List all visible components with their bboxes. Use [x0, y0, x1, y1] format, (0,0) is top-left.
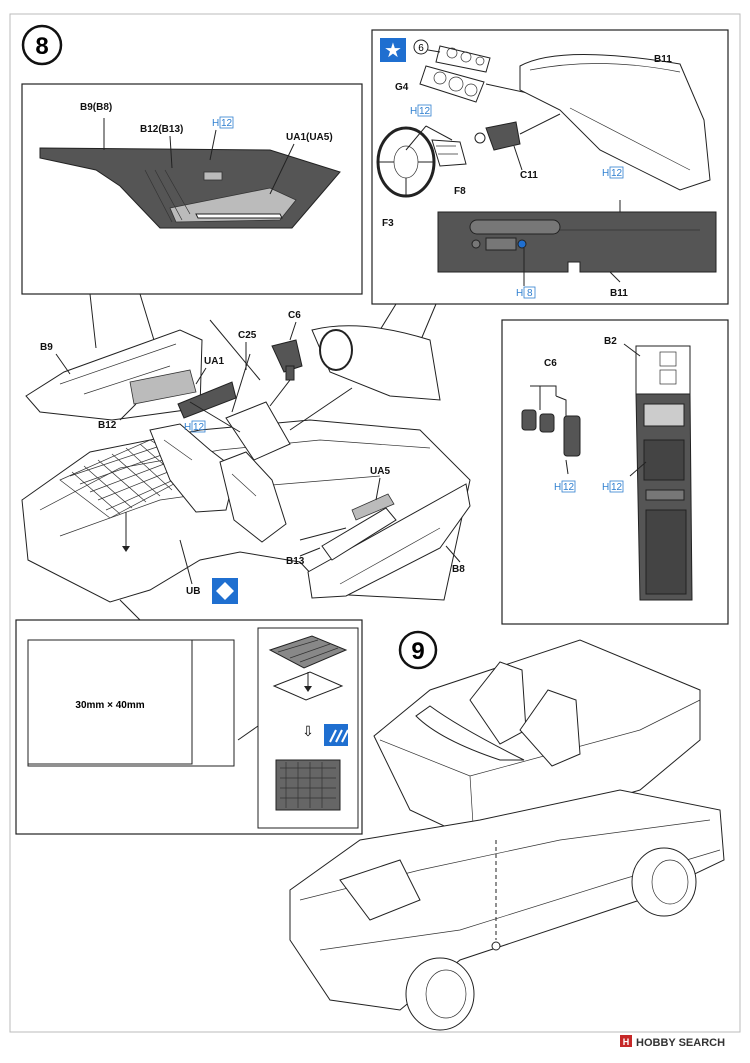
svg-text:8: 8 [527, 288, 533, 299]
label-b12: B12(B13) [140, 124, 183, 135]
svg-text:12: 12 [419, 106, 431, 117]
label-b8: B8 [452, 564, 465, 575]
label-c11: C11 [520, 170, 538, 181]
svg-text:H: H [516, 288, 523, 299]
svg-text:12: 12 [611, 168, 623, 179]
svg-text:12: 12 [193, 422, 205, 433]
svg-text:H: H [602, 168, 609, 179]
label-b9-main: B9 [40, 342, 53, 353]
step-8-main-assembly: B9 UA1 B12 C25 C6 UA5 B13 B8 UB H 12 [21, 310, 471, 604]
star-icon: ★ [384, 40, 402, 62]
svg-text:12: 12 [611, 482, 623, 493]
label-b13: B13 [286, 556, 305, 567]
label-c6-main: C6 [288, 310, 301, 321]
label-c6: C6 [544, 358, 557, 369]
label-b11-top: B11 [654, 54, 672, 65]
diamond-icon [212, 578, 238, 604]
label-b12-main: B12 [98, 420, 117, 431]
arrow-down-icon: ⇩ [302, 723, 314, 739]
wheel-front [405, 957, 475, 1031]
watermark-text: HOBBY SEARCH [636, 1037, 725, 1049]
paint-h12-d: H 12 [602, 480, 624, 493]
label-b9: B9(B8) [80, 102, 112, 113]
paint-h12-a: H 12 [410, 104, 432, 117]
svg-text:H: H [602, 482, 609, 493]
step-number: 9 [411, 638, 424, 665]
label-ua1-main: UA1 [204, 356, 224, 367]
svg-text:12: 12 [563, 482, 575, 493]
paint-h12-b: H 12 [602, 166, 624, 179]
label-b11-bottom: B11 [610, 288, 628, 299]
dash-detail-panel: ★ 6 B11 G4 F8 C11 F3 H [371, 29, 729, 305]
watermark-logo [620, 1035, 632, 1047]
label-ua1: UA1(UA5) [286, 132, 333, 143]
step-9-assembly [289, 639, 725, 1031]
page-border [9, 13, 741, 1033]
paint-h12: H 12 [212, 116, 234, 129]
svg-text:12: 12 [221, 118, 233, 129]
svg-text:H: H [623, 1037, 630, 1047]
decal-detail-panel: 30mm × 40mm ⇩ [15, 619, 363, 835]
label-c25: C25 [238, 330, 257, 341]
circle-number-icon: 6 [418, 43, 424, 54]
label-f8: F8 [454, 186, 466, 197]
label-ub: UB [186, 586, 200, 597]
svg-text:H: H [410, 106, 417, 117]
paint-h12-main: H 12 [184, 420, 206, 433]
step-number: 8 [35, 33, 48, 60]
step-9-badge: 9 [398, 630, 438, 670]
paint-h12-c: H 12 [554, 480, 576, 493]
door-detail-panel: B9(B8) B12(B13) UA1(UA5) H 12 [21, 83, 363, 295]
paint-h8: H 8 [516, 286, 536, 299]
label-b2: B2 [604, 336, 617, 347]
hobbysearch-watermark: H HOBBY SEARCH [620, 1035, 725, 1049]
label-ua5: UA5 [370, 466, 390, 477]
label-f3: F3 [382, 218, 394, 229]
decal-size-label: 30mm × 40mm [75, 700, 144, 711]
svg-text:H: H [554, 482, 561, 493]
step-8-badge: 8 [21, 24, 63, 66]
label-g4: G4 [395, 82, 409, 93]
svg-text:H: H [212, 118, 219, 129]
svg-text:H: H [184, 422, 191, 433]
wheel-rear [631, 847, 697, 917]
console-detail-panel: B2 C6 H 12 H 12 [501, 319, 729, 625]
